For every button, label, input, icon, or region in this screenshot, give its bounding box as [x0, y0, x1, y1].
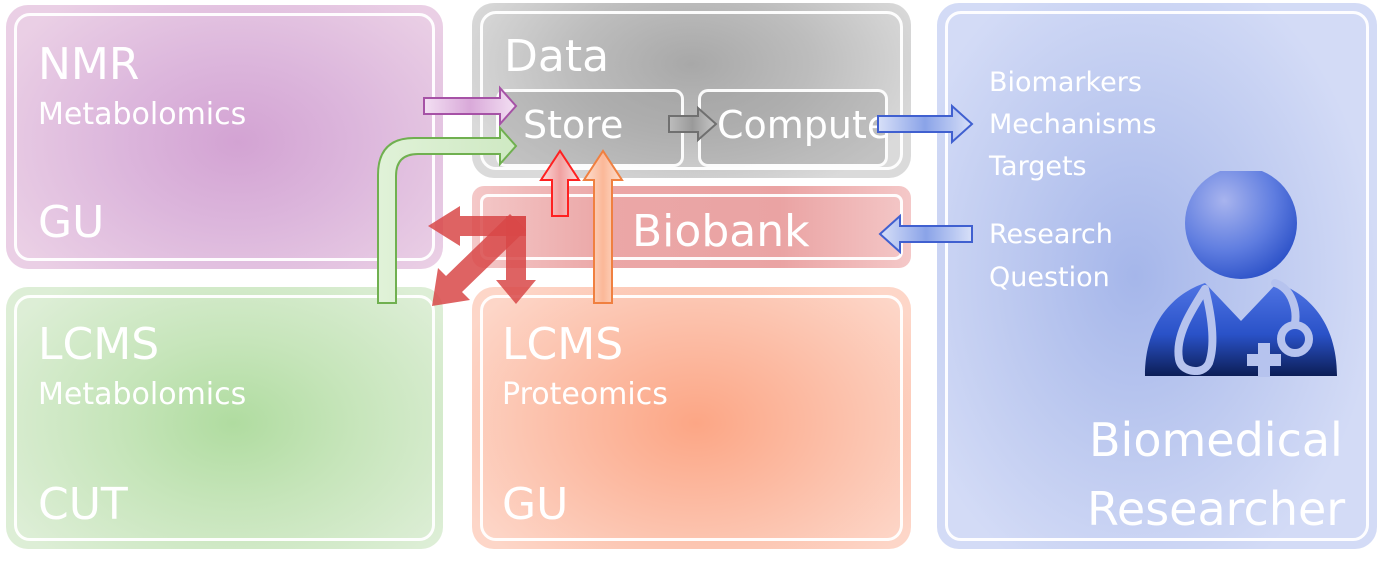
- nmr-subtitle: Metabolomics: [38, 97, 247, 132]
- biobank-box: Biobank: [472, 186, 911, 268]
- data-box: Data Store Compute: [472, 3, 911, 178]
- data-title: Data: [504, 31, 610, 82]
- store-label: Store: [523, 103, 624, 147]
- output-biomarkers: Biomarkers: [989, 67, 1142, 98]
- researcher-role-line1: Biomedical: [1089, 413, 1343, 467]
- output-mechanisms: Mechanisms: [989, 109, 1157, 140]
- lcms-metabolomics-subtitle: Metabolomics: [38, 377, 247, 412]
- compute-label: Compute: [717, 103, 891, 147]
- store-box: Store: [496, 89, 684, 167]
- lcms-proteomics-institution: GU: [502, 479, 569, 530]
- lcms-proteomics-box: LCMS Proteomics GU: [472, 287, 911, 549]
- researcher-role-line2: Researcher: [1087, 482, 1346, 536]
- output-targets: Targets: [989, 151, 1087, 182]
- researcher-outputs-list: Biomarkers Mechanisms Targets: [989, 69, 1156, 180]
- lcms-metabolomics-title: LCMS: [38, 319, 160, 370]
- doctor-icon: [1145, 171, 1337, 377]
- research-question-line1: Research: [989, 219, 1113, 250]
- lcms-proteomics-subtitle: Proteomics: [502, 377, 668, 412]
- nmr-metabolomics-box: NMR Metabolomics GU: [6, 5, 443, 269]
- research-question-line2: Question: [989, 262, 1110, 293]
- nmr-title: NMR: [38, 39, 140, 90]
- lcms-metabolomics-box: LCMS Metabolomics CUT: [6, 287, 443, 549]
- compute-box: Compute: [698, 89, 891, 167]
- lcms-proteomics-title: LCMS: [502, 319, 624, 370]
- nmr-institution: GU: [38, 197, 105, 248]
- biobank-label: Biobank: [632, 206, 810, 257]
- biomedical-researcher-box: Biomarkers Mechanisms Targets Research Q…: [937, 3, 1377, 549]
- lcms-metabolomics-institution: CUT: [38, 479, 128, 530]
